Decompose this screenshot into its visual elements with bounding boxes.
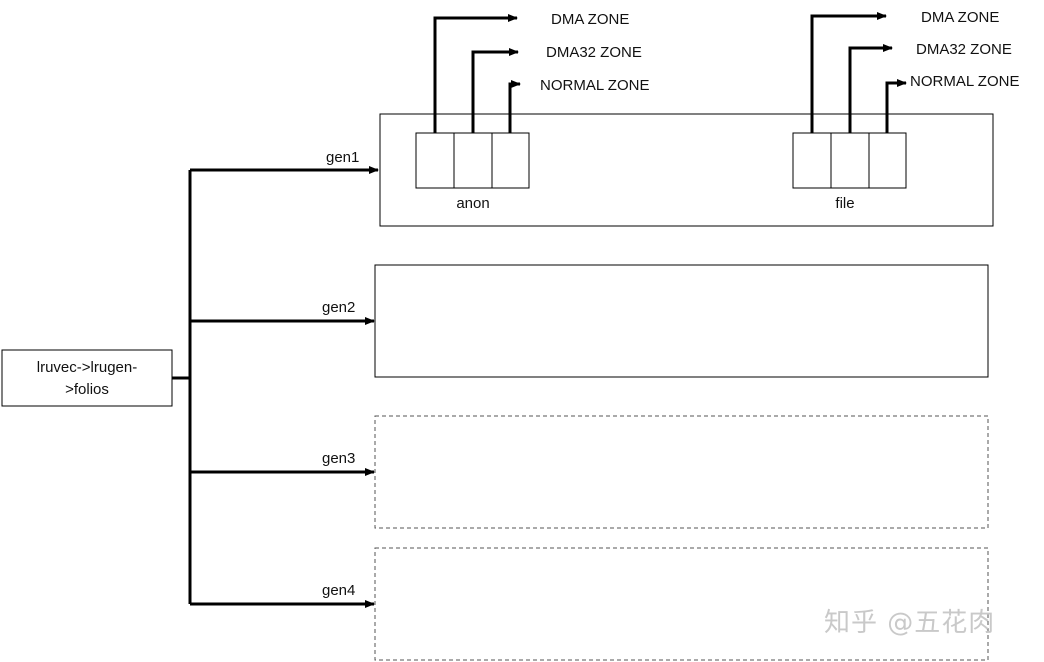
anon-normal-cell: [491, 132, 530, 189]
gen4-box: [374, 547, 989, 661]
file-normal-arrow: [885, 79, 907, 133]
root-label-line2: >folios: [65, 381, 109, 398]
file-dma32-arrow: [848, 44, 893, 133]
file-normal-cell: [868, 132, 907, 189]
file-dma-arrow: [810, 12, 887, 133]
gen1-label: gen1: [326, 149, 359, 166]
gen4-label: gen4: [322, 582, 355, 599]
gen2-label: gen2: [322, 299, 355, 316]
watermark: 知乎 @五花肉: [824, 608, 996, 638]
anon-dma-zone-label: DMA ZONE: [551, 11, 629, 28]
anon-normal-zone-label: NORMAL ZONE: [540, 77, 649, 94]
anon-dma32-zone-label: DMA32 ZONE: [546, 44, 642, 61]
gen3-box: [374, 415, 989, 529]
gen1-box: [379, 113, 994, 227]
anon-normal-arrow: [508, 80, 521, 133]
file-label: file: [835, 195, 854, 212]
file-dma32-zone-label: DMA32 ZONE: [916, 41, 1012, 58]
file-dma-zone-label: DMA ZONE: [921, 9, 999, 26]
file-dma-cell: [792, 132, 832, 189]
gen2-box: [374, 264, 989, 378]
anon-dma32-cell: [453, 132, 493, 189]
file-dma32-cell: [830, 132, 870, 189]
anon-dma-cell: [415, 132, 455, 189]
anon-dma32-arrow: [471, 48, 519, 133]
gen3-label: gen3: [322, 450, 355, 467]
anon-dma-arrow: [433, 14, 518, 133]
root-box: [1, 349, 173, 407]
root-label-line1: lruvec->lrugen-: [37, 359, 137, 376]
file-normal-zone-label: NORMAL ZONE: [910, 73, 1019, 90]
anon-label: anon: [456, 195, 489, 212]
